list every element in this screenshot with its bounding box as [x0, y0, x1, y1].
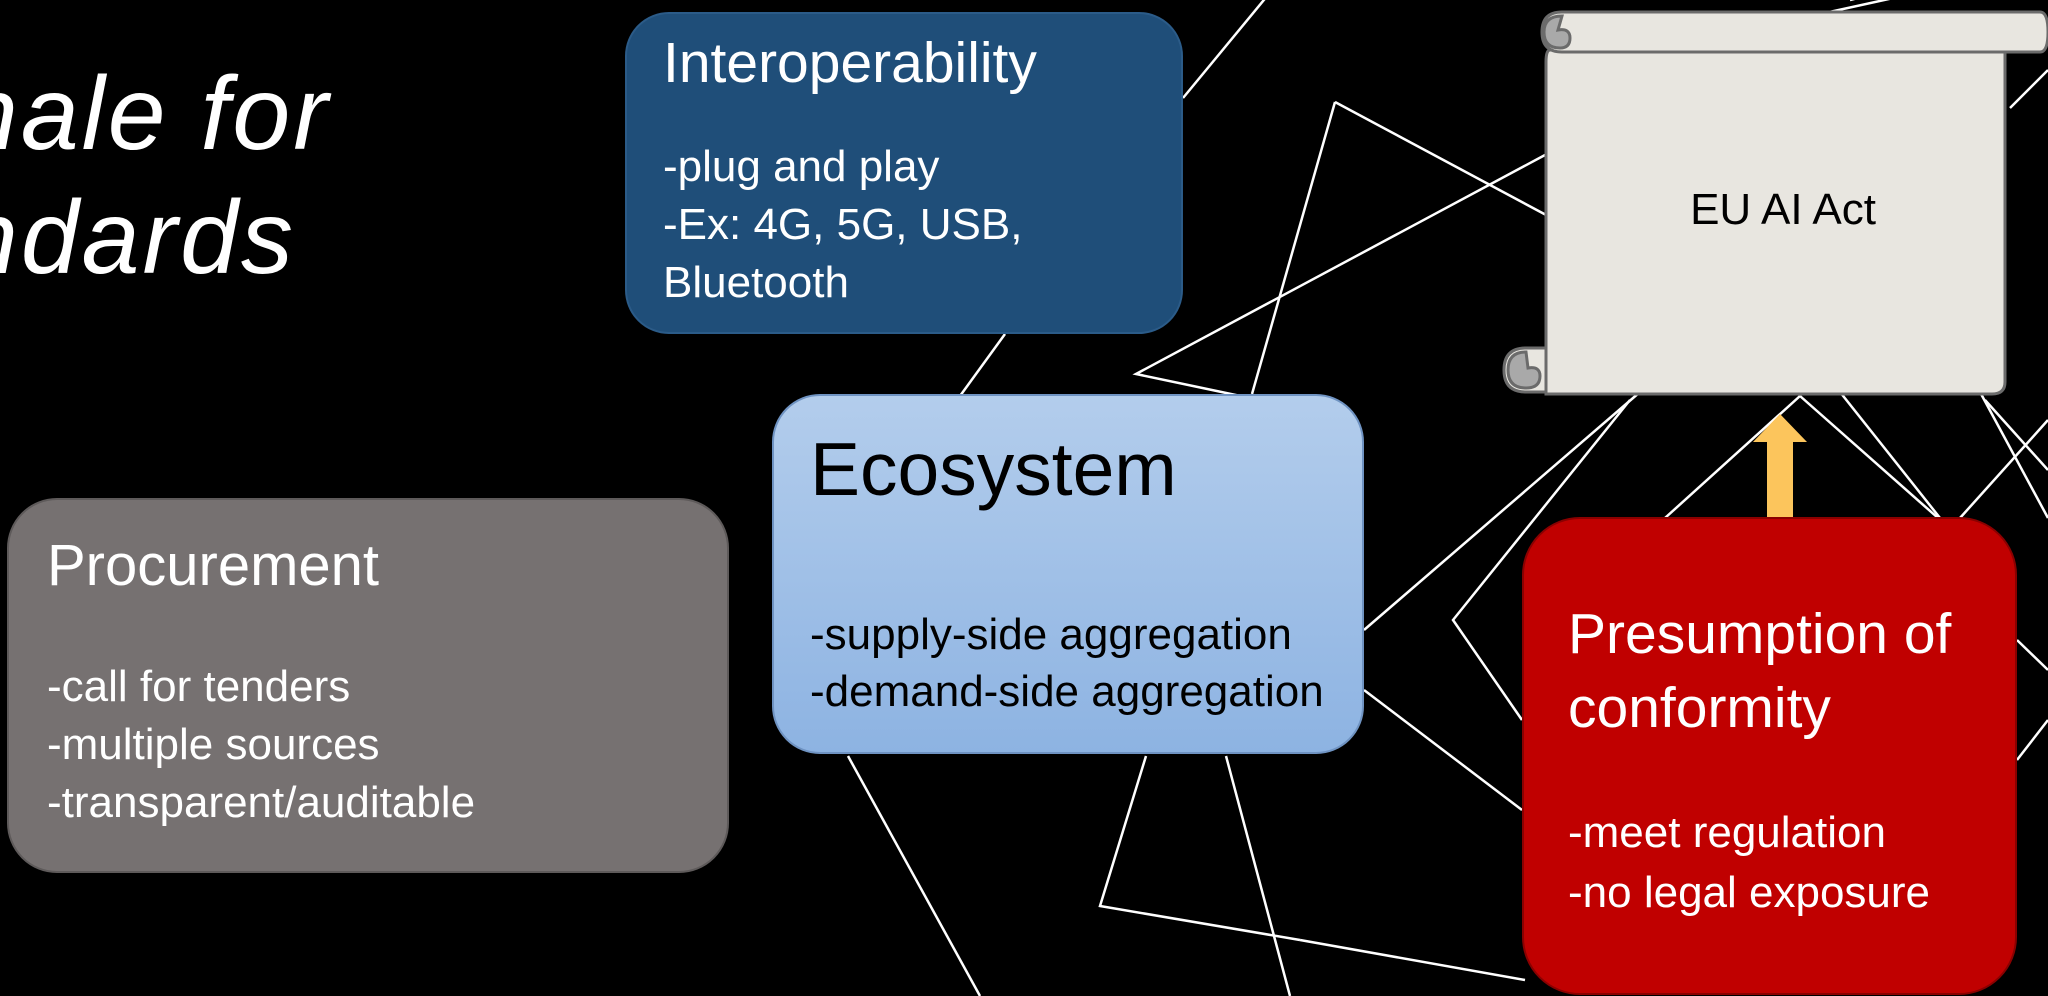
presumption-point: -meet regulation	[1568, 808, 1886, 857]
interoperability-heading: Interoperability	[663, 31, 1037, 95]
interoperability-point: -Ex: 4G, 5G, USB,	[663, 200, 1023, 249]
ecosystem-point: -supply-side aggregation	[810, 610, 1292, 659]
interoperability-point: Bluetooth	[663, 258, 849, 307]
slide-title: nale for ndards	[0, 52, 331, 300]
arrow-up-icon	[1753, 414, 1807, 518]
ecosystem-points: -supply-side aggregation -demand-side ag…	[810, 606, 1362, 720]
presumption-heading-line-1: Presumption of	[1568, 602, 1952, 666]
interoperability-points: -plug and play -Ex: 4G, 5G, USB, Bluetoo…	[663, 138, 1181, 312]
title-line-2: ndards	[0, 180, 296, 296]
presumption-point: -no legal exposure	[1568, 868, 1931, 917]
procurement-point: -transparent/auditable	[47, 778, 476, 827]
procurement-box: Procurement -call for tenders -multiple …	[7, 498, 729, 873]
eu-ai-act-label: EU AI Act	[1690, 185, 1876, 234]
procurement-point: -call for tenders	[47, 662, 351, 711]
ecosystem-heading: Ecosystem	[810, 427, 1177, 511]
presumption-of-conformity-box: Presumption of conformity -meet regulati…	[1522, 517, 2017, 995]
interoperability-point: -plug and play	[663, 142, 940, 191]
presumption-heading: Presumption of conformity	[1568, 597, 2015, 745]
procurement-point: -multiple sources	[47, 720, 380, 769]
presumption-points: -meet regulation -no legal exposure	[1568, 803, 2015, 923]
presumption-heading-line-2: conformity	[1568, 676, 1831, 740]
scroll-shape	[1502, 10, 2048, 396]
procurement-points: -call for tenders -multiple sources -tra…	[47, 658, 727, 832]
ecosystem-box: Ecosystem -supply-side aggregation -dema…	[772, 394, 1364, 754]
title-line-1: nale for	[0, 56, 331, 172]
ecosystem-point: -demand-side aggregation	[810, 667, 1324, 716]
interoperability-box: Interoperability -plug and play -Ex: 4G,…	[625, 12, 1183, 334]
procurement-heading: Procurement	[47, 533, 380, 598]
